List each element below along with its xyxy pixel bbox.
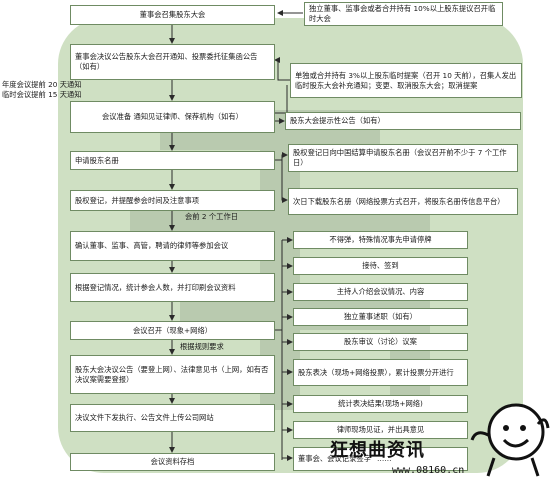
note-register-apply-text: 股权登记日向中国结算申请股东名册（会议召开前不少于 7 个工作日） (293, 148, 507, 167)
note-register-apply: 股权登记日向中国结算申请股东名册（会议召开前不少于 7 个工作日） (288, 144, 518, 172)
note-extraordinary-meeting: 独立董事、监事会或者合并持有 10%以上股东提议召开临时大会 (304, 2, 503, 26)
flow-step-2: 董事会决议公告股东大会召开通知、投票委托征集函公告（如有） (70, 44, 275, 80)
meeting-step-10-text: …… (376, 454, 392, 463)
note-register-download-text: 次日下载股东名册（网络投票方式召开，将股东名册传信息平台） (293, 196, 505, 206)
note-temp-proposal-text: 单独或合并持有 3%以上股东临时提案（召开 10 天前），召集人发出临时股东大会… (295, 70, 517, 90)
meeting-step-8-text: 律师现场见证，并出具意见 (336, 425, 425, 434)
meeting-step-7-text: 统计表决结果(现场+网络) (338, 399, 423, 408)
flow-step-8: 会议召开（现象+网络） (70, 321, 275, 340)
flow-step-6-text: 确认董事、监事、高管，聘请的律师等参加会议 (75, 241, 229, 250)
meeting-step-3: 主持人介绍会议情况、内容 (293, 283, 468, 301)
note-annual-notice: 年度会议提前 20 天通知 (2, 80, 82, 89)
note-reminder: 股东大会提示性公告（如有） (285, 112, 521, 130)
flow-step-3-text: 会议准备 通知见证律师、保荐机构（如有） (102, 112, 243, 121)
note-extraordinary-meeting-text: 独立董事、监事会或者合并持有 10%以上股东提议召开临时大会 (309, 4, 496, 23)
flow-step-4-text: 申请股东名册 (75, 155, 119, 165)
flow-step-1: 董事会召集股东大会 (70, 5, 275, 25)
flow-step-7: 根据登记情况，统计参会人数，并打印刷会议资料 (70, 273, 275, 302)
meeting-step-5-text: 股东审议（讨论）议案 (344, 337, 417, 346)
meeting-step-4: 独立董事述职（如有） (293, 308, 468, 326)
flow-step-4: 申请股东名册 (70, 151, 275, 170)
note-two-days: 会前 2 个工作日 (185, 212, 239, 221)
flow-step-9-text: 股东大会决议公告（要登上网）、法律意见书（上网，如有否决议案需要登报） (75, 364, 269, 384)
meeting-step-7: 统计表决结果(现场+网络) (293, 395, 468, 413)
flow-step-7-text: 根据登记情况，统计参会人数，并打印刷会议资料 (75, 282, 236, 292)
note-register-download: 次日下载股东名册（网络投票方式召开，将股东名册传信息平台） (288, 188, 518, 215)
meeting-step-1-text: 不得弹，特殊情况事先申请停牌 (329, 235, 432, 244)
meeting-step-9-text: 董事会、会议记录签字 (298, 454, 371, 463)
flow-step-3: 会议准备 通知见证律师、保荐机构（如有） (70, 101, 275, 133)
flow-step-5-text: 股权登记，并提醒参会时间及注意事项 (75, 195, 200, 205)
meeting-step-6-text: 股东表决（现场+网络投票），累计投票分开进行 (298, 367, 454, 377)
meeting-step-4-text: 独立董事述职（如有） (344, 312, 417, 321)
flow-step-1-text: 董事会召集股东大会 (139, 10, 206, 19)
brand-name: 狂想曲资讯 (330, 440, 425, 461)
meeting-step-1: 不得弹，特殊情况事先申请停牌 (293, 231, 468, 249)
meeting-step-3-text: 主持人介绍会议情况、内容 (336, 287, 425, 296)
meeting-step-2: 接待、签到 (293, 257, 468, 275)
flow-step-8-text: 会议召开（现象+网络） (132, 325, 213, 335)
flow-step-6: 确认董事、监事、高管，聘请的律师等参加会议 (70, 231, 275, 261)
flow-step-10: 决议文件下发执行、公告文件上传公司网站 (70, 404, 275, 432)
flow-step-9: 股东大会决议公告（要登上网）、法律意见书（上网，如有否决议案需要登报） (70, 355, 275, 394)
flow-step-10-text: 决议文件下发执行、公告文件上传公司网站 (75, 413, 214, 422)
brand-url: www.08160.cn (392, 465, 465, 476)
note-temp-proposal: 单独或合并持有 3%以上股东临时提案（召开 10 天前），召集人发出临时股东大会… (290, 63, 522, 98)
meeting-step-5: 股东审议（讨论）议案 (293, 333, 468, 351)
flow-step-5: 股权登记，并提醒参会时间及注意事项 (70, 190, 275, 211)
meeting-step-8: 律师现场见证，并出具意见 (293, 421, 468, 439)
flow-step-11-text: 会议资料存档 (150, 457, 195, 466)
meeting-step-9: 董事会、会议记录签字 …… (293, 447, 468, 471)
meeting-step-6: 股东表决（现场+网络投票），累计投票分开进行 (293, 359, 468, 386)
note-temp-notice: 临时会议提前 15 天通知 (2, 90, 82, 99)
note-reminder-text: 股东大会提示性公告（如有） (290, 116, 385, 125)
note-per-rules: 根据规则要求 (180, 342, 224, 351)
flow-step-11: 会议资料存档 (70, 453, 275, 471)
mascot-logo-icon (470, 403, 550, 477)
meeting-step-2-text: 接待、签到 (362, 261, 399, 270)
flow-step-2-text: 董事会决议公告股东大会召开通知、投票委托征集函公告（如有） (75, 52, 258, 71)
